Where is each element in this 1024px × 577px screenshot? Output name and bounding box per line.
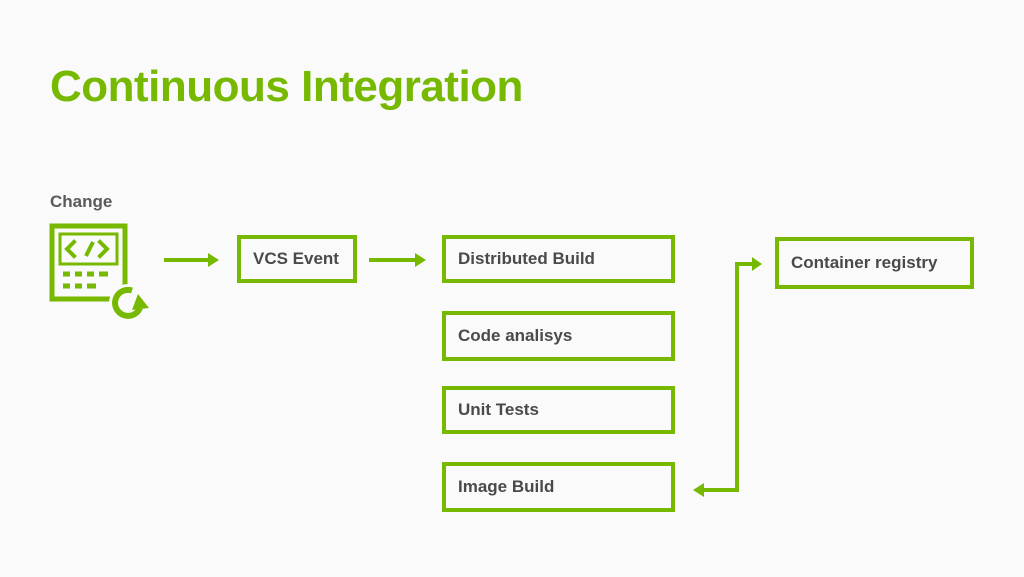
unit-tests-node: Unit Tests bbox=[442, 386, 675, 434]
container-registry-node: Container registry bbox=[775, 237, 974, 289]
code-file-refresh-icon bbox=[49, 223, 149, 322]
vcs-event-node: VCS Event bbox=[237, 235, 357, 283]
code-analysis-node: Code analisys bbox=[442, 311, 675, 361]
distributed-build-node: Distributed Build bbox=[442, 235, 675, 283]
arrow-image-build-to-registry bbox=[693, 257, 762, 497]
page-title: Continuous Integration bbox=[50, 62, 523, 111]
arrow-vcs-to-distributed-build bbox=[369, 253, 426, 267]
change-label: Change bbox=[50, 192, 113, 211]
arrow-change-to-vcs bbox=[164, 253, 219, 267]
image-build-node: Image Build bbox=[442, 462, 675, 512]
